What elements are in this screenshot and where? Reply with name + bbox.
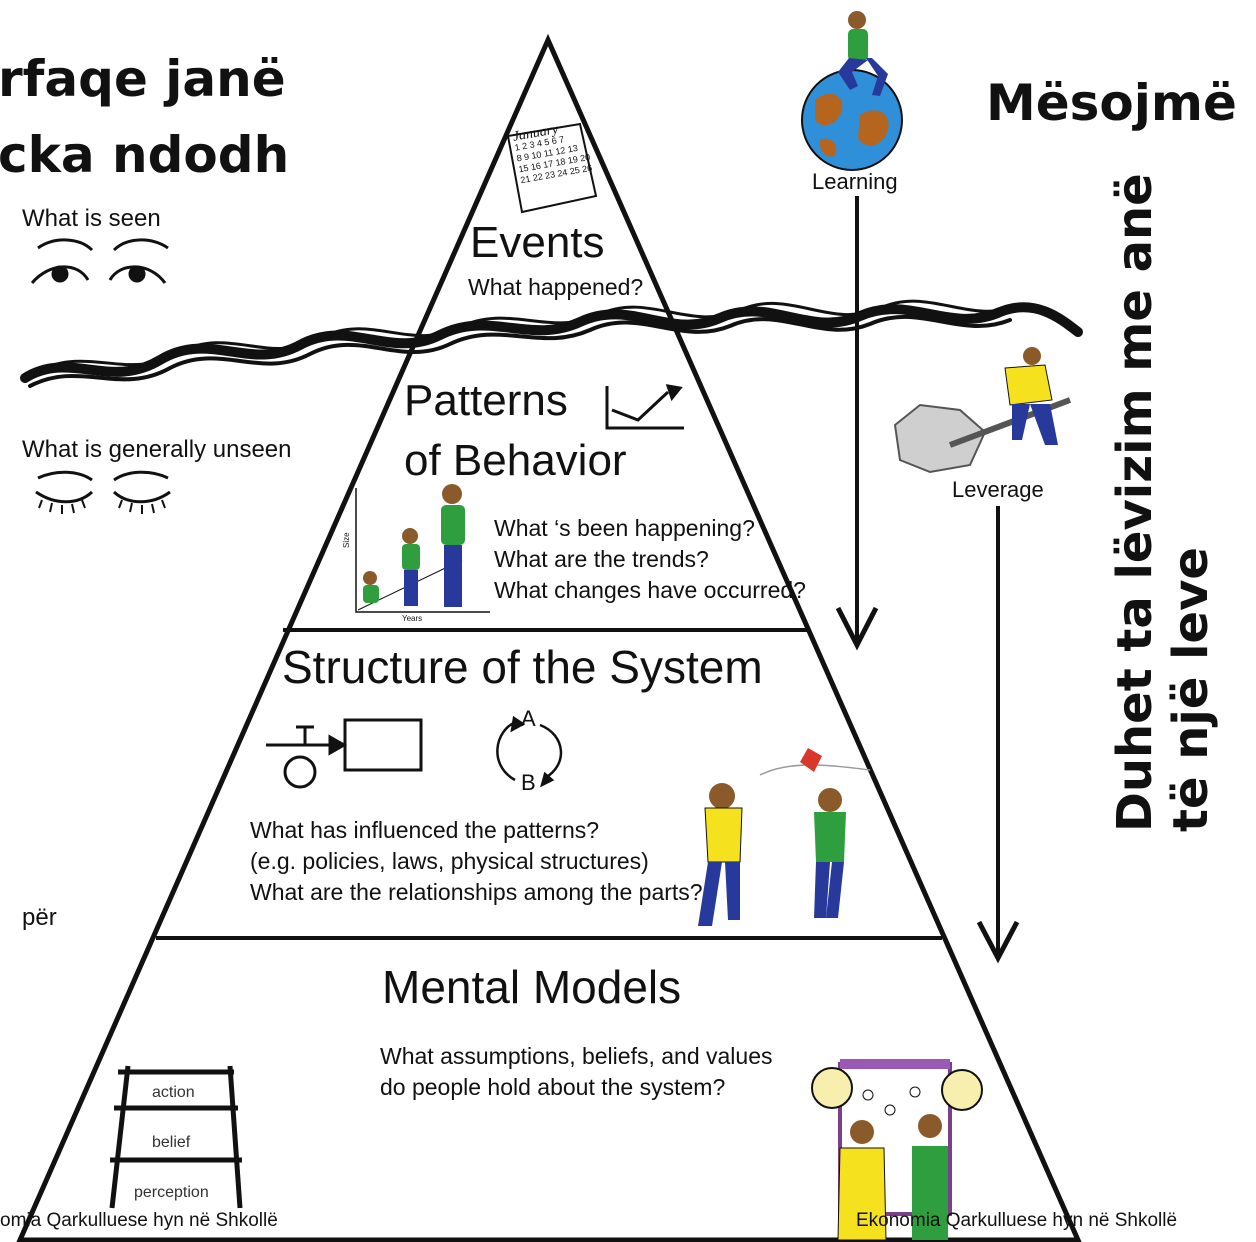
loop-label-a: A [521, 706, 536, 731]
seen-label: What is seen [22, 205, 161, 232]
ladder-label-action: action [152, 1084, 195, 1101]
patterns-question-2: What are the trends? [494, 546, 709, 572]
fragment-label: për [22, 904, 57, 931]
mental-models-title: Mental Models [382, 961, 682, 1013]
left-heading-line1: rfaqe janë [0, 50, 286, 108]
loop-label-b: B [521, 770, 536, 795]
kite-people-illustration [698, 748, 871, 926]
water-line-wave [20, 299, 1083, 388]
trend-chart-icon [605, 384, 684, 430]
ladder-of-inference-illustration [109, 1065, 243, 1209]
footer-left: omia Qarkulluese hyn në Shkollë [0, 1210, 278, 1231]
structure-title: Structure of the System [282, 641, 763, 693]
learning-label: Learning [812, 169, 898, 194]
calendar-icon [506, 122, 598, 214]
footer-right: Ekonomia Qarkulluese hyn në Shkollë [856, 1210, 1178, 1231]
mental-question-2: do people hold about the system? [380, 1074, 726, 1100]
events-question: What happened? [468, 274, 644, 300]
stock-flow-icon [266, 718, 423, 789]
events-title: Events [470, 218, 605, 267]
ladder-label-belief: belief [152, 1134, 191, 1151]
structure-question-1: What has influenced the patterns? [250, 817, 600, 843]
growth-illustration [355, 484, 490, 613]
open-eyes-icon [30, 238, 169, 285]
pyramid-outline [16, 33, 1082, 1242]
structure-question-2: (e.g. policies, laws, physical structure… [250, 848, 649, 874]
closed-eyes-icon [35, 470, 171, 514]
window-scene-illustration [811, 1059, 983, 1241]
leverage-illustration [893, 347, 1072, 474]
left-heading-line2: cka ndodh [0, 126, 290, 184]
vertical-text-line2: të një leve [1163, 547, 1219, 832]
learning-arrow [835, 196, 879, 651]
leverage-arrow [976, 506, 1020, 964]
axis-x-label: Years [402, 614, 423, 623]
feedback-loop-icon [496, 715, 563, 788]
unseen-label: What is generally unseen [22, 436, 292, 463]
leverage-label: Leverage [952, 477, 1044, 502]
patterns-question-1: What ‘s been happening? [494, 515, 755, 541]
patterns-title-line1: Patterns [404, 376, 568, 425]
ladder-label-perception: perception [134, 1184, 209, 1201]
mental-question-1: What assumptions, beliefs, and values [380, 1043, 773, 1069]
vertical-text-line1: Duhet ta lëvizim me anë [1107, 173, 1163, 832]
right-heading: Mësojmë [986, 74, 1237, 132]
axis-y-label: Size [342, 532, 351, 548]
structure-question-3: What are the relationships among the par… [250, 879, 703, 905]
patterns-title-line2: of Behavior [404, 436, 627, 485]
patterns-question-3: What changes have occurred? [494, 577, 806, 603]
learning-globe-illustration [801, 11, 903, 171]
